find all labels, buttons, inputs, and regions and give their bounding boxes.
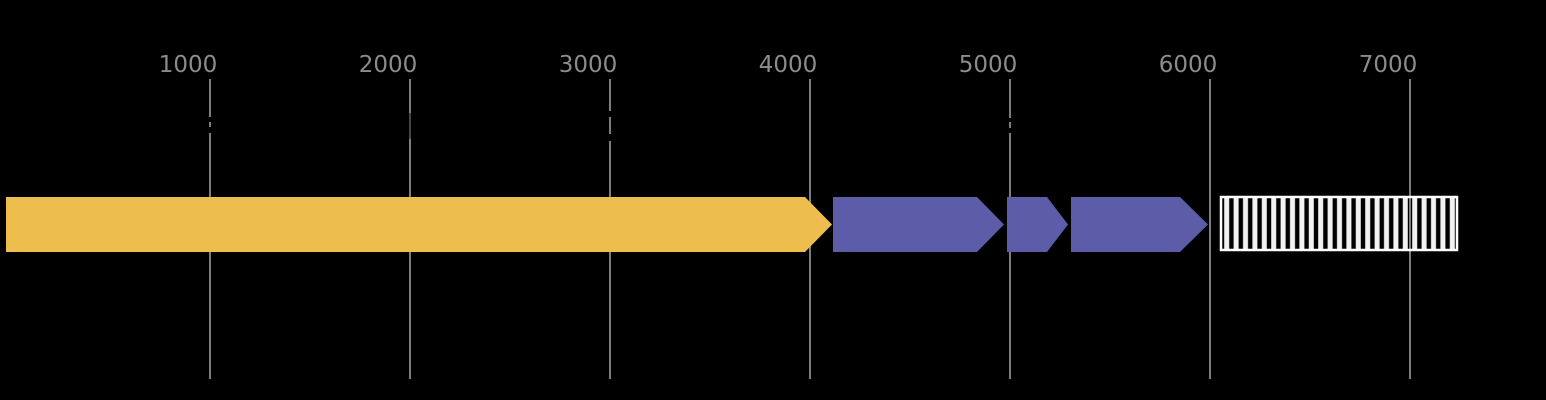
gridline-occlusion-artifact bbox=[406, 113, 414, 139]
hatched-border bbox=[1219, 195, 1459, 252]
feature-region-hatched bbox=[1219, 195, 1459, 252]
axis-tick-label-2000: 2000 bbox=[359, 52, 418, 78]
feature-gene-1 bbox=[6, 197, 832, 252]
gridline-occlusion-artifact bbox=[206, 117, 214, 122]
gridline-occlusion-artifact bbox=[606, 134, 614, 141]
feature-gene-2 bbox=[833, 197, 1004, 252]
axis-tick-label-7000: 7000 bbox=[1359, 52, 1418, 78]
axis-tick-label-3000: 3000 bbox=[559, 52, 618, 78]
axis-tick-label-6000: 6000 bbox=[1159, 52, 1218, 78]
hatched-fill bbox=[1221, 197, 1457, 250]
feature-gene-4 bbox=[1071, 197, 1208, 252]
gridline-occlusion-artifact bbox=[1006, 118, 1014, 122]
gridline-occlusion-artifact bbox=[206, 127, 214, 133]
gridline-occlusion-artifact bbox=[606, 111, 614, 117]
feature-gene-3 bbox=[1007, 197, 1068, 252]
gridline-occlusion-artifact bbox=[1006, 128, 1014, 133]
axis-tick-label-4000: 4000 bbox=[759, 52, 818, 78]
axis-tick-label-5000: 5000 bbox=[959, 52, 1018, 78]
axis-tick-label-1000: 1000 bbox=[159, 52, 218, 78]
